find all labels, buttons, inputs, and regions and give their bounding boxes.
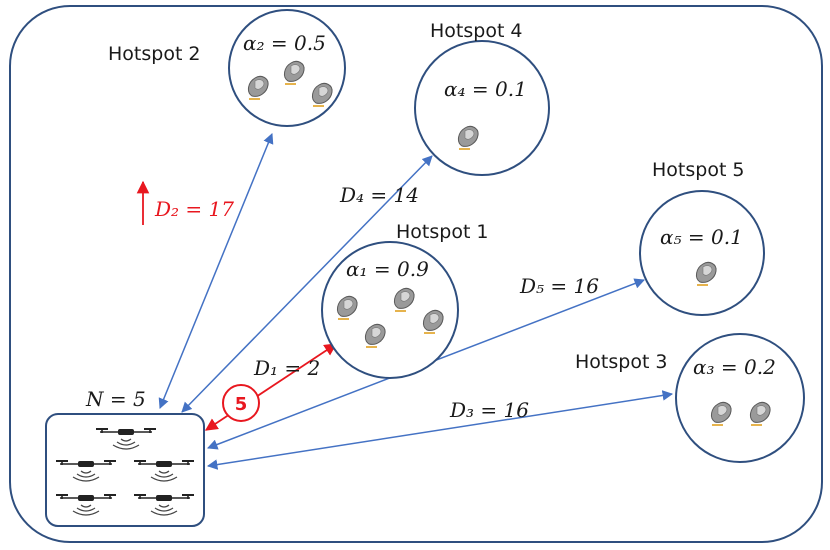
hotspot-1-circle bbox=[321, 241, 459, 379]
hotspot-5-name: Hotspot 5 bbox=[652, 159, 745, 181]
hotspot-5-alpha: α₅ = 0.1 bbox=[660, 225, 743, 249]
allocation-badge-circle bbox=[222, 384, 260, 422]
hotspot-2-name: Hotspot 2 bbox=[108, 43, 201, 65]
hotspot-1-alpha: α₁ = 0.9 bbox=[346, 257, 429, 281]
hotspot-1-name: Hotspot 1 bbox=[396, 221, 489, 243]
allocation-badge: 5 bbox=[235, 394, 248, 415]
hotspot-4-name: Hotspot 4 bbox=[430, 20, 523, 42]
distance-d3: D₃ = 16 bbox=[449, 398, 529, 422]
hotspot-3-alpha: α₃ = 0.2 bbox=[693, 355, 776, 379]
distance-d2: D₂ = 17 bbox=[154, 197, 234, 221]
distance-d5: D₅ = 16 bbox=[519, 274, 599, 298]
link-d3 bbox=[206, 390, 674, 470]
hotspot-2-alpha: α₂ = 0.5 bbox=[243, 31, 326, 55]
hotspot-5-circle bbox=[639, 190, 765, 316]
hotspot-4-circle bbox=[414, 40, 550, 176]
uav-count-label: N = 5 bbox=[85, 387, 146, 411]
hotspot-3-name: Hotspot 3 bbox=[575, 351, 668, 373]
network-area-boundary bbox=[9, 5, 823, 543]
distance-d4: D₄ = 14 bbox=[339, 183, 419, 207]
hotspot-4-alpha: α₄ = 0.1 bbox=[444, 77, 527, 101]
distance-d1: D₁ = 2 bbox=[253, 356, 320, 380]
hotspot-3-circle bbox=[675, 333, 805, 463]
